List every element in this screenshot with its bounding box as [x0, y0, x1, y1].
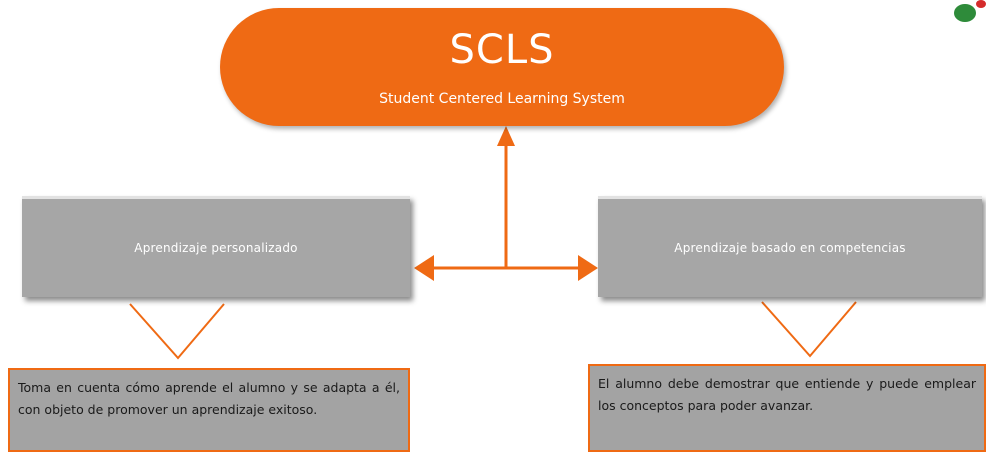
left-v-connector: [129, 303, 225, 360]
description-box-left: Toma en cuenta cómo aprende el alumno y …: [8, 368, 410, 452]
root-node: SCLS Student Centered Learning System: [220, 8, 784, 126]
branch-node-left: Aprendizaje personalizado: [22, 196, 410, 297]
branch-node-right: Aprendizaje basado en competencias: [598, 196, 982, 297]
right-v-connector: [761, 301, 857, 358]
arrowhead-up: [497, 126, 515, 146]
root-title: SCLS: [449, 27, 555, 73]
logo-red-dot: [976, 0, 986, 8]
description-box-right: El alumno debe demostrar que entiende y …: [588, 364, 986, 452]
arrowhead-right: [578, 255, 598, 281]
description-text-right: El alumno debe demostrar que entiende y …: [598, 376, 976, 413]
logo-green-dot: [954, 4, 976, 22]
branch-label-right: Aprendizaje basado en competencias: [674, 241, 906, 255]
root-subtitle: Student Centered Learning System: [379, 91, 625, 107]
arrowhead-left: [414, 255, 434, 281]
description-text-left: Toma en cuenta cómo aprende el alumno y …: [18, 380, 400, 417]
branch-label-left: Aprendizaje personalizado: [134, 241, 298, 255]
